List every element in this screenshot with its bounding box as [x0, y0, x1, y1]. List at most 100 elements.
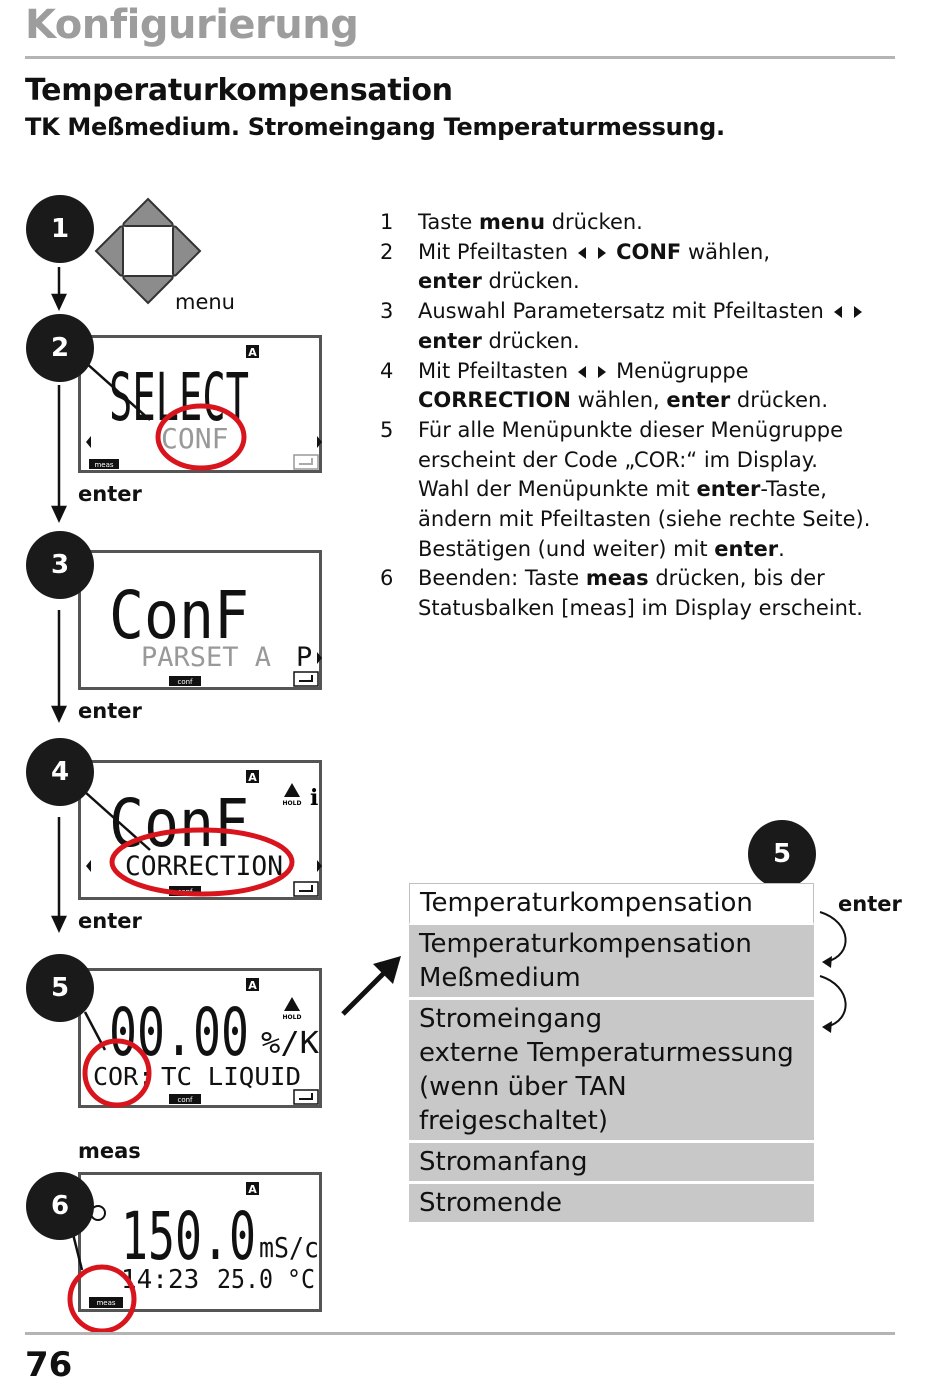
lcd-status-bar: meas	[96, 1299, 115, 1307]
lcd-main-text: 00.00	[109, 994, 249, 1071]
enter-label: enter	[78, 482, 142, 506]
step-badge-2: 2	[26, 314, 94, 382]
instruction-keyword: enter	[696, 477, 761, 502]
arrow-left-icon	[833, 306, 842, 319]
instruction-number: 5	[380, 417, 394, 442]
hold-label: HOLD	[283, 800, 302, 807]
flag-a: A	[248, 771, 257, 784]
lcd-unit: mS/c	[259, 1231, 319, 1264]
page-number: 76	[25, 1345, 73, 1385]
lcd-status-bar: conf	[177, 678, 193, 686]
instruction-fragment: Beenden: Taste	[418, 566, 586, 591]
instruction-number: 3	[380, 299, 394, 324]
menu-item: Temperaturkompensation Meßmedium	[409, 925, 814, 1000]
instruction-fragment: wählen,	[681, 239, 771, 264]
enter-label: enter	[78, 699, 142, 723]
instruction-fragment: Mit Pfeiltasten	[418, 239, 575, 264]
lcd-sub-text: CONF	[161, 422, 228, 455]
meas-key-label: meas	[78, 1139, 141, 1163]
keypad-icon	[94, 197, 202, 305]
instruction-text: Auswahl Parametersatz mit Pfeiltasten en…	[418, 297, 900, 356]
instruction-fragment: erscheint der Code „COR:“ im Display.	[418, 447, 818, 472]
instruction-fragment: Taste	[418, 210, 479, 234]
lcd-status-bar: conf	[177, 1096, 193, 1104]
instruction-fragment: wählen,	[570, 388, 667, 413]
instruction-fragment: drücken.	[481, 269, 580, 294]
lcd-main-text: ConF	[109, 785, 249, 862]
lcd-display-tc-liquid: A 00.00 HOLD %/K COR: TC LIQUID conf	[78, 968, 322, 1108]
instruction-number: 1	[380, 210, 394, 234]
pointer-arrow-icon	[341, 956, 401, 1016]
menu-item: Stromende	[409, 1184, 814, 1225]
lcd-display-conf: ConF PARSET A P conf	[78, 550, 322, 690]
step-badge-menu: 5	[748, 820, 816, 888]
menu-item: Stromeingang externe Temperaturmessung (…	[409, 1000, 814, 1143]
page-subtitle: TK Meßmedium. Stromeingang Temperaturmes…	[25, 113, 725, 141]
section-header: Konfigurierung	[25, 2, 359, 48]
instruction-fragment: Mit Pfeiltasten	[418, 358, 575, 383]
lcd-main-text: ConF	[109, 577, 249, 654]
instruction-keyword: meas	[585, 566, 649, 591]
instruction-step: 3 Auswahl Parametersatz mit Pfeiltasten e…	[380, 297, 900, 356]
lcd-display-measurement: A 150.0 mS/c 14:23 25.0 °C meas	[78, 1172, 322, 1312]
step-badge-3: 3	[26, 531, 94, 599]
instruction-keyword: enter	[418, 269, 482, 294]
lcd-sub-text: CORRECTION	[125, 851, 283, 882]
instruction-keyword: CORRECTION	[418, 388, 571, 413]
instruction-number: 6	[380, 566, 394, 591]
info-icon: i	[310, 785, 318, 811]
instruction-fragment: drücken.	[545, 210, 643, 234]
instruction-fragment: Bestätigen (und weiter) mit	[418, 536, 715, 561]
menu-key-label: menu	[175, 290, 235, 314]
instruction-text: Taste menu drücken.	[418, 208, 900, 238]
lcd-temp: 25.0 °C	[217, 1265, 315, 1295]
hold-label: HOLD	[283, 1014, 302, 1021]
highlight-ring-correction	[84, 791, 295, 897]
instruction-number: 2	[380, 239, 394, 264]
instruction-fragment: Auswahl Parametersatz mit Pfeiltasten	[418, 299, 831, 324]
header-rule	[25, 56, 895, 59]
arrow-right-icon	[598, 365, 607, 378]
lcd-cor-code: COR:	[93, 1062, 153, 1091]
lcd-main-text: SELECT	[109, 359, 249, 436]
instruction-fragment: Menügruppe	[609, 358, 749, 383]
lcd-status-bar: meas	[94, 461, 113, 469]
flow-arrows	[51, 267, 67, 933]
enter-label: enter	[78, 909, 142, 933]
lcd-sub-text: PARSET A	[141, 642, 271, 673]
step-badge-5: 5	[26, 954, 94, 1022]
enter-curve-arrows	[819, 911, 847, 1033]
lcd-sub-text: TC LIQUID	[161, 1062, 301, 1091]
step-badge-6: 6	[26, 1172, 94, 1240]
instruction-fragment: Für alle Menüpunkte dieser Menügruppe	[418, 417, 844, 442]
lcd-unit: %/K	[261, 1026, 319, 1061]
instruction-keyword: menu	[479, 210, 546, 234]
instruction-keyword: enter	[666, 388, 731, 413]
instruction-keyword: enter	[714, 536, 779, 561]
instruction-fragment: drücken.	[730, 388, 829, 413]
instruction-fragment: drücken.	[481, 328, 580, 353]
flag-a: A	[248, 346, 257, 359]
instruction-fragment: ändern mit Pfeiltasten (siehe rechte Sei…	[418, 507, 871, 532]
instruction-fragment: drücken, bis der	[648, 566, 825, 591]
instruction-keyword: enter	[418, 328, 482, 353]
arrow-left-icon	[577, 246, 586, 259]
highlight-ring-conf	[84, 361, 247, 471]
menu-item: Temperaturkompensation	[409, 883, 814, 925]
menu-enter-label: enter	[838, 892, 902, 916]
flag-a: A	[248, 1183, 257, 1196]
lcd-right-text: P	[296, 642, 312, 673]
instruction-fragment: .	[778, 536, 785, 561]
menu-item: Stromanfang	[409, 1143, 814, 1184]
instruction-fragment: Wahl der Menüpunkte mit	[418, 477, 697, 502]
instruction-number: 4	[380, 358, 394, 383]
instruction-text: Mit Pfeiltasten CONF wählen,enter drücke…	[418, 238, 900, 297]
step-badge-4: 4	[26, 738, 94, 806]
